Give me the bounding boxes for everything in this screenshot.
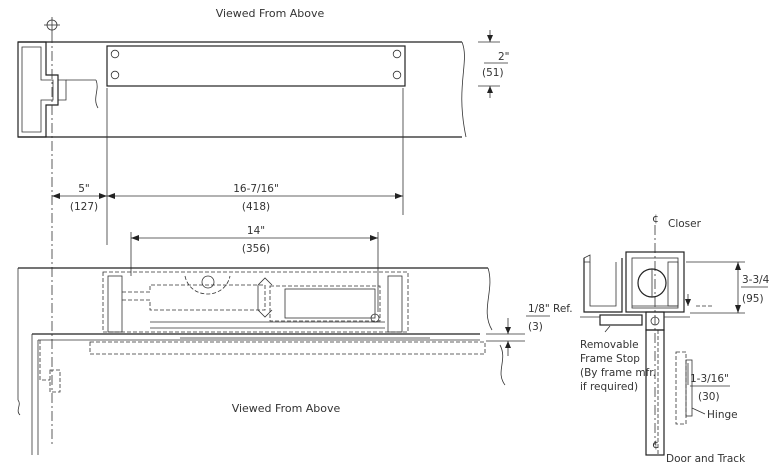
dim-eighth-value: 1/8" [528,303,550,315]
caption-partial: … [335,467,346,473]
closer-body-dashed [39,271,486,393]
dim-5in-mm: (127) [70,201,98,213]
dim-eighth-ref: Ref. [553,303,573,315]
top-mounting-plate [106,45,406,87]
closer-label: Closer [668,218,702,230]
dim-1-3-16-value: 1-3/16" [690,373,729,385]
dim-16in-value: 16-7/16" [233,183,279,195]
side-centerline: ¢ ¢ [652,212,659,451]
side-frame-section [580,251,693,456]
dim-3-3-4-mm: (95) [742,293,764,305]
removable-line-4: if required) [580,381,638,393]
hinge-label: Hinge [707,409,738,421]
top-view-title: Viewed From Above [216,7,325,20]
dim-14in-mm: (356) [242,243,270,255]
dim-5in: 5" (127) [52,183,107,213]
top-jamb-section [17,41,99,138]
dim-1-3-16: 1-3/16" (30) [687,363,730,403]
bottom-frame [17,267,506,455]
dim-5in-value: 5" [78,183,90,195]
removable-line-1: Removable [580,339,639,351]
dim-3-3-4: 3-3/4 (95) [685,261,770,314]
dim-3-3-4-value: 3-3/4 [742,274,770,286]
closer-mechanism [107,275,403,333]
removable-frame-stop: Removable Frame Stop (By frame mfr. if r… [580,325,656,393]
dim-eighth: 1/8" Ref. (3) [486,303,573,356]
closer-cl-glyph: ¢ [652,212,659,225]
dim-2in-mm: (51) [482,67,504,79]
dim-16in: 16-7/16" (418) [107,183,403,213]
dim-2in-value: 2" [498,51,510,63]
dim-2in: 2" (51) [478,30,510,98]
door-cl-glyph: ¢ [652,438,659,451]
dim-16in-mm: (418) [242,201,270,213]
top-frame [18,41,467,138]
dim-1-3-16-mm: (30) [698,391,720,403]
bottom-view-title: Viewed From Above [232,402,341,415]
hinge-label-group: Hinge [691,407,738,421]
dim-eighth-mm: (3) [528,321,543,333]
pivot-symbol [44,17,60,33]
removable-line-3: (By frame mfr. [580,367,656,379]
dim-14in: 14" (356) [130,225,379,312]
dim-14in-value: 14" [247,225,265,237]
door-track-label: Door and Track [666,453,746,465]
removable-line-2: Frame Stop [580,353,640,365]
